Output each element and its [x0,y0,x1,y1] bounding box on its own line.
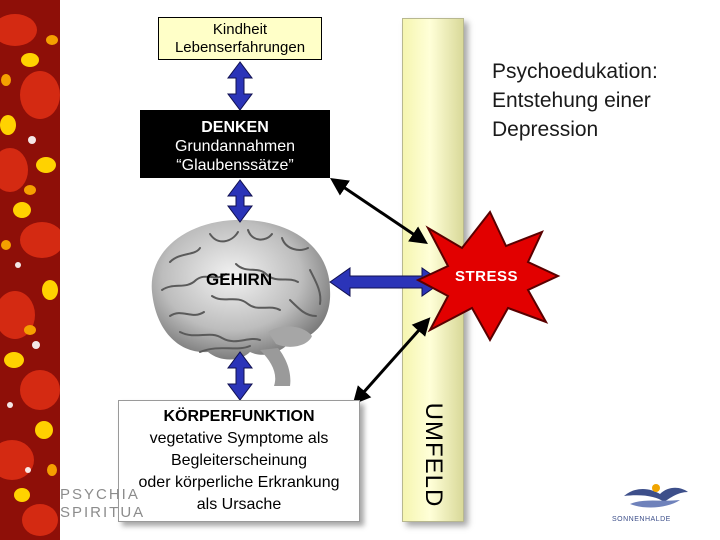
stress-starburst [415,210,561,343]
arrow-gehirn-koerper [227,351,253,401]
sonnenhalde-logo-text: SONNENHALDE [612,516,671,523]
arrow-denken-gehirn [227,179,253,223]
denken-heading: DENKEN [201,119,269,136]
stress-label: STRESS [455,268,519,285]
koerper-line-3: oder körperliche Erkrankung [138,474,340,491]
denken-box: DENKEN Grundannahmen “Glaubenssätze” [140,110,330,178]
decorative-flower-strip [0,0,60,540]
title-line-3: Depression [492,118,599,141]
psych-logo-line-1: PSYCHIA [60,486,140,503]
slide-title: Psychoedukation: Entstehung einer Depres… [492,57,712,144]
brain-illustration [151,219,331,386]
title-line-1: Psychoedukation: [492,60,658,83]
kindheit-line-1: Kindheit [212,21,268,38]
sonnenhalde-logo [624,484,688,508]
arrow-kindheit-denken [227,61,253,111]
gehirn-label: GEHIRN [206,270,273,289]
arrow-koerper-stress [352,317,431,405]
koerperfunktion-box: KÖRPERFUNKTION vegetative Symptome als B… [118,400,360,522]
kindheit-line-2: Lebenserfahrungen [174,39,306,56]
denken-line-2: “Glaubenssätze” [176,157,294,174]
denken-line-1: Grundannahmen [174,138,296,155]
arrow-denken-stress [330,177,428,245]
kindheit-box: Kindheit Lebenserfahrungen [158,17,322,60]
koerper-line-2: Begleiterscheinung [170,452,308,469]
psych-logo-line-2: SPIRITUA [60,504,146,521]
koerper-line-1: vegetative Symptome als [149,430,329,447]
koerper-line-4: als Ursache [196,496,282,513]
koerper-heading: KÖRPERFUNKTION [163,408,315,425]
psychiatrie-logo-text: PSYCHIA SPIRITUA [60,486,145,522]
title-line-2: Entstehung einer [492,89,651,112]
